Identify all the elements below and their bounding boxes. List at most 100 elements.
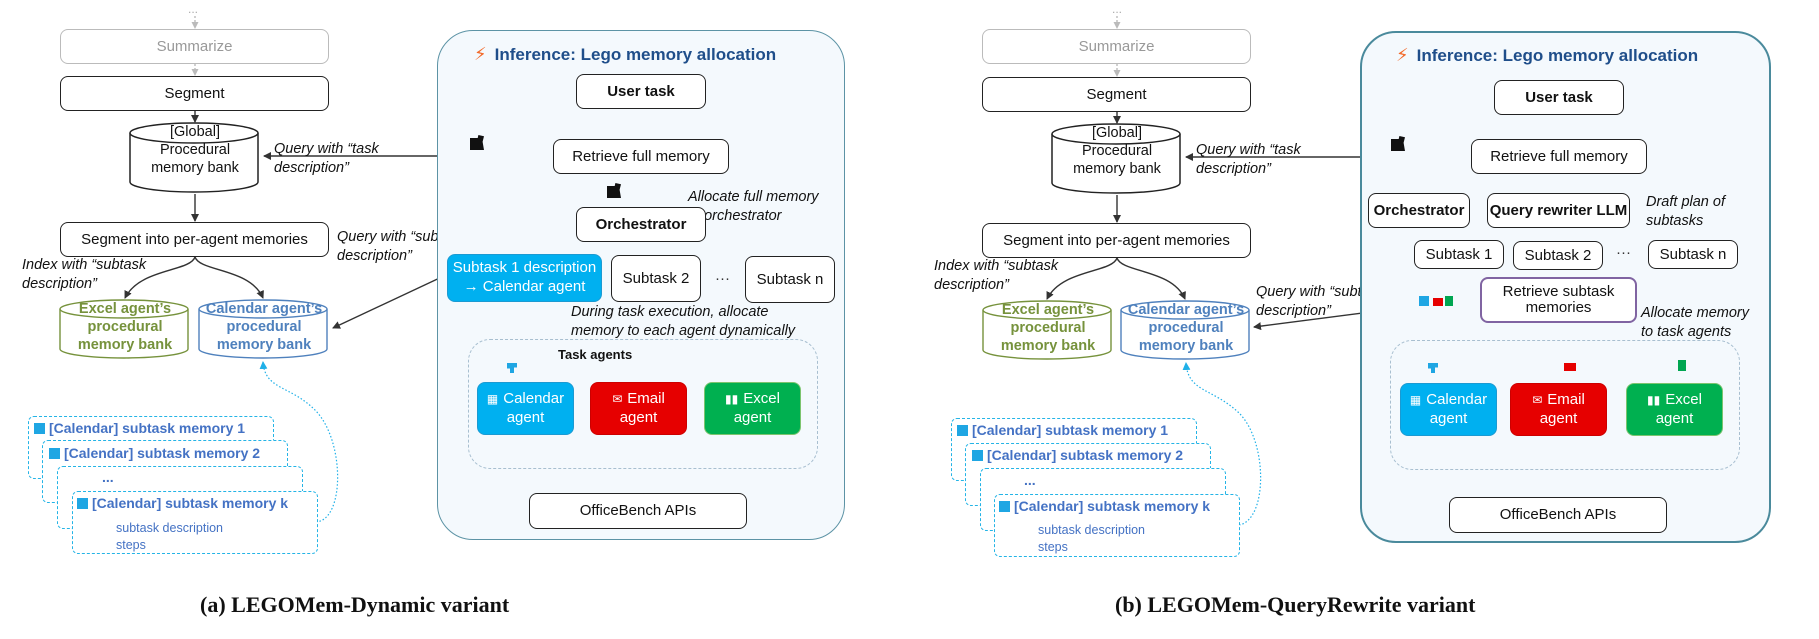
index-subtask-annotation: Index with “subtask description” <box>934 258 1059 293</box>
puzzle-piece-icon <box>1428 363 1438 373</box>
retrieve-full-memory-box: Retrieve full memory <box>553 139 729 174</box>
bar-chart-icon: ▮▮ <box>725 391 739 406</box>
top-ellipsis: ... <box>188 2 199 16</box>
subtask-memory-ellipsis: ... <box>1024 472 1036 488</box>
orchestrator-box: Orchestrator <box>1368 193 1470 228</box>
arrow-to-calendar-bank <box>194 256 264 299</box>
allocate-agents-annotation: Allocate memory to task agents <box>1641 305 1749 340</box>
excel-agent-a: ▮▮Excel agent <box>704 382 801 435</box>
envelope-icon: ✉ <box>612 391 623 406</box>
subtask-memory-k-title: [Calendar] subtask memory k <box>999 498 1210 514</box>
during-execution-annotation: During task execution, allocate memory t… <box>571 304 796 339</box>
summarize-box: Summarize <box>982 29 1251 64</box>
puzzle-piece-icon <box>1678 360 1686 371</box>
calendar-icon: ▦ <box>486 391 499 406</box>
allocate-full-annotation: Allocate full memory to orchestrator <box>688 189 819 224</box>
top-ellipsis: ... <box>1112 2 1123 16</box>
task-agents-label: Task agents <box>558 347 633 362</box>
officebench-apis-box: OfficeBench APIs <box>1449 497 1667 533</box>
puzzle-piece-icon <box>1419 296 1429 306</box>
arrow-to-excel-bank <box>124 256 196 299</box>
caption-a: (a) LEGOMem-Dynamic variant <box>200 592 510 617</box>
excel-memory-bank-cylinder <box>59 299 189 359</box>
index-subtask-annotation: Index with “subtask description” <box>22 257 147 292</box>
arrow-subtask1-calendar-bank <box>332 274 447 329</box>
puzzle-piece-icon <box>34 423 45 434</box>
dotted-memories-to-bank <box>259 361 339 523</box>
subtask-memory-k-fields: subtask description steps <box>1038 523 1146 554</box>
puzzle-piece-icon <box>49 448 60 459</box>
email-agent-a: ✉Email agent <box>590 382 687 435</box>
query-rewriter-box: Query rewriter LLM <box>1487 193 1630 228</box>
calendar-memory-bank-cylinder <box>198 299 328 359</box>
subtask-n-box: Subtask n <box>1648 240 1738 269</box>
excel-memory-bank-label: Excel agent’s procedural memory bank <box>1000 302 1096 355</box>
subtask-memory-ellipsis: ... <box>102 469 114 485</box>
subtask-1-box: Subtask 1 <box>1414 240 1504 269</box>
officebench-apis-box: OfficeBench APIs <box>529 493 747 529</box>
puzzle-piece-icon <box>77 498 88 509</box>
puzzle-pieces-group <box>1419 292 1457 310</box>
subtask-2-box: Subtask 2 <box>611 255 701 302</box>
query-subtask-annotation: Query with “subtask description” <box>337 229 466 264</box>
memory-bundle-icon <box>470 135 484 150</box>
puzzle-piece-icon <box>1433 298 1443 306</box>
global-memory-bank-cylinder <box>1051 123 1181 194</box>
summarize-box: Summarize <box>60 29 329 64</box>
puzzle-piece-icon <box>957 425 968 436</box>
subtask-memory-1-title: [Calendar] subtask memory 1 <box>957 422 1168 438</box>
lightning-icon: ⚡ <box>474 44 487 64</box>
memory-bundle-icon <box>607 183 621 198</box>
puzzle-piece-icon <box>1445 296 1453 306</box>
user-task-box: User task <box>576 74 706 109</box>
inference-title-a: ⚡Inference: Lego memory allocation <box>474 44 777 64</box>
subtask-ellipsis: ··· <box>715 270 730 287</box>
global-memory-bank-label: [Global] Procedural memory bank <box>151 124 239 177</box>
subtask-memory-k-title: [Calendar] subtask memory k <box>77 495 288 511</box>
segment-per-agent-box: Segment into per-agent memories <box>60 222 329 257</box>
global-memory-bank-cylinder <box>129 122 259 193</box>
envelope-icon: ✉ <box>1532 392 1543 407</box>
memory-bundle-icon <box>1391 136 1405 151</box>
subtask-memory-card-k <box>72 491 318 554</box>
global-memory-bank-label: [Global] Procedural memory bank <box>1073 125 1161 178</box>
subtask-memory-1-title: [Calendar] subtask memory 1 <box>34 420 245 436</box>
task-agents-group-b <box>1390 340 1740 470</box>
segment-per-agent-box: Segment into per-agent memories <box>982 223 1251 258</box>
lightning-icon: ⚡ <box>1396 45 1409 65</box>
bar-chart-icon: ▮▮ <box>1647 392 1661 407</box>
calendar-memory-bank-label: Calendar agent’s procedural memory bank <box>205 301 323 354</box>
orchestrator-box: Orchestrator <box>576 207 706 242</box>
puzzle-piece-icon <box>999 501 1010 512</box>
query-task-annotation: Query with “task description” <box>274 141 379 176</box>
subtask-memory-k-fields: subtask description steps <box>116 521 224 552</box>
subtask-memory-2-title: [Calendar] subtask memory 2 <box>49 445 260 461</box>
retrieve-full-memory-box: Retrieve full memory <box>1471 139 1647 174</box>
retrieve-subtask-memories-box: Retrieve subtask memories <box>1480 277 1637 323</box>
calendar-agent-a: ▦Calendar agent <box>477 382 574 435</box>
task-agents-group-a <box>468 339 818 469</box>
subtask-memory-2-title: [Calendar] subtask memory 2 <box>972 447 1183 463</box>
calendar-memory-bank-cylinder <box>1120 300 1250 360</box>
puzzle-piece-icon <box>507 363 517 373</box>
excel-agent-b: ▮▮Excel agent <box>1626 383 1723 436</box>
excel-memory-bank-cylinder <box>982 300 1112 360</box>
draft-plan-annotation: Draft plan of subtasks <box>1646 194 1725 229</box>
query-subtask-annotation: Query with “subtask description” <box>1256 284 1385 319</box>
caption-b: (b) LEGOMem-QueryRewrite variant <box>1115 592 1476 617</box>
subtask-memory-card-k <box>994 494 1240 557</box>
subtask-n-box: Subtask n <box>745 256 835 303</box>
arrow-to-excel-bank <box>1046 257 1118 300</box>
segment-box: Segment <box>982 77 1251 112</box>
email-agent-b: ✉Email agent <box>1510 383 1607 436</box>
subtask-1-box: Subtask 1 description → Calendar agent <box>447 254 602 302</box>
subtask-2-box: Subtask 2 <box>1513 241 1603 270</box>
arrow-to-calendar-bank <box>1116 257 1186 300</box>
query-task-annotation: Query with “task description” <box>1196 142 1301 177</box>
puzzle-piece-icon <box>1564 363 1576 371</box>
segment-box: Segment <box>60 76 329 111</box>
calendar-icon: ▦ <box>1409 392 1422 407</box>
user-task-box: User task <box>1494 80 1624 115</box>
subtask-ellipsis: ··· <box>1616 244 1631 261</box>
inference-title-b: ⚡Inference: Lego memory allocation <box>1396 45 1699 65</box>
